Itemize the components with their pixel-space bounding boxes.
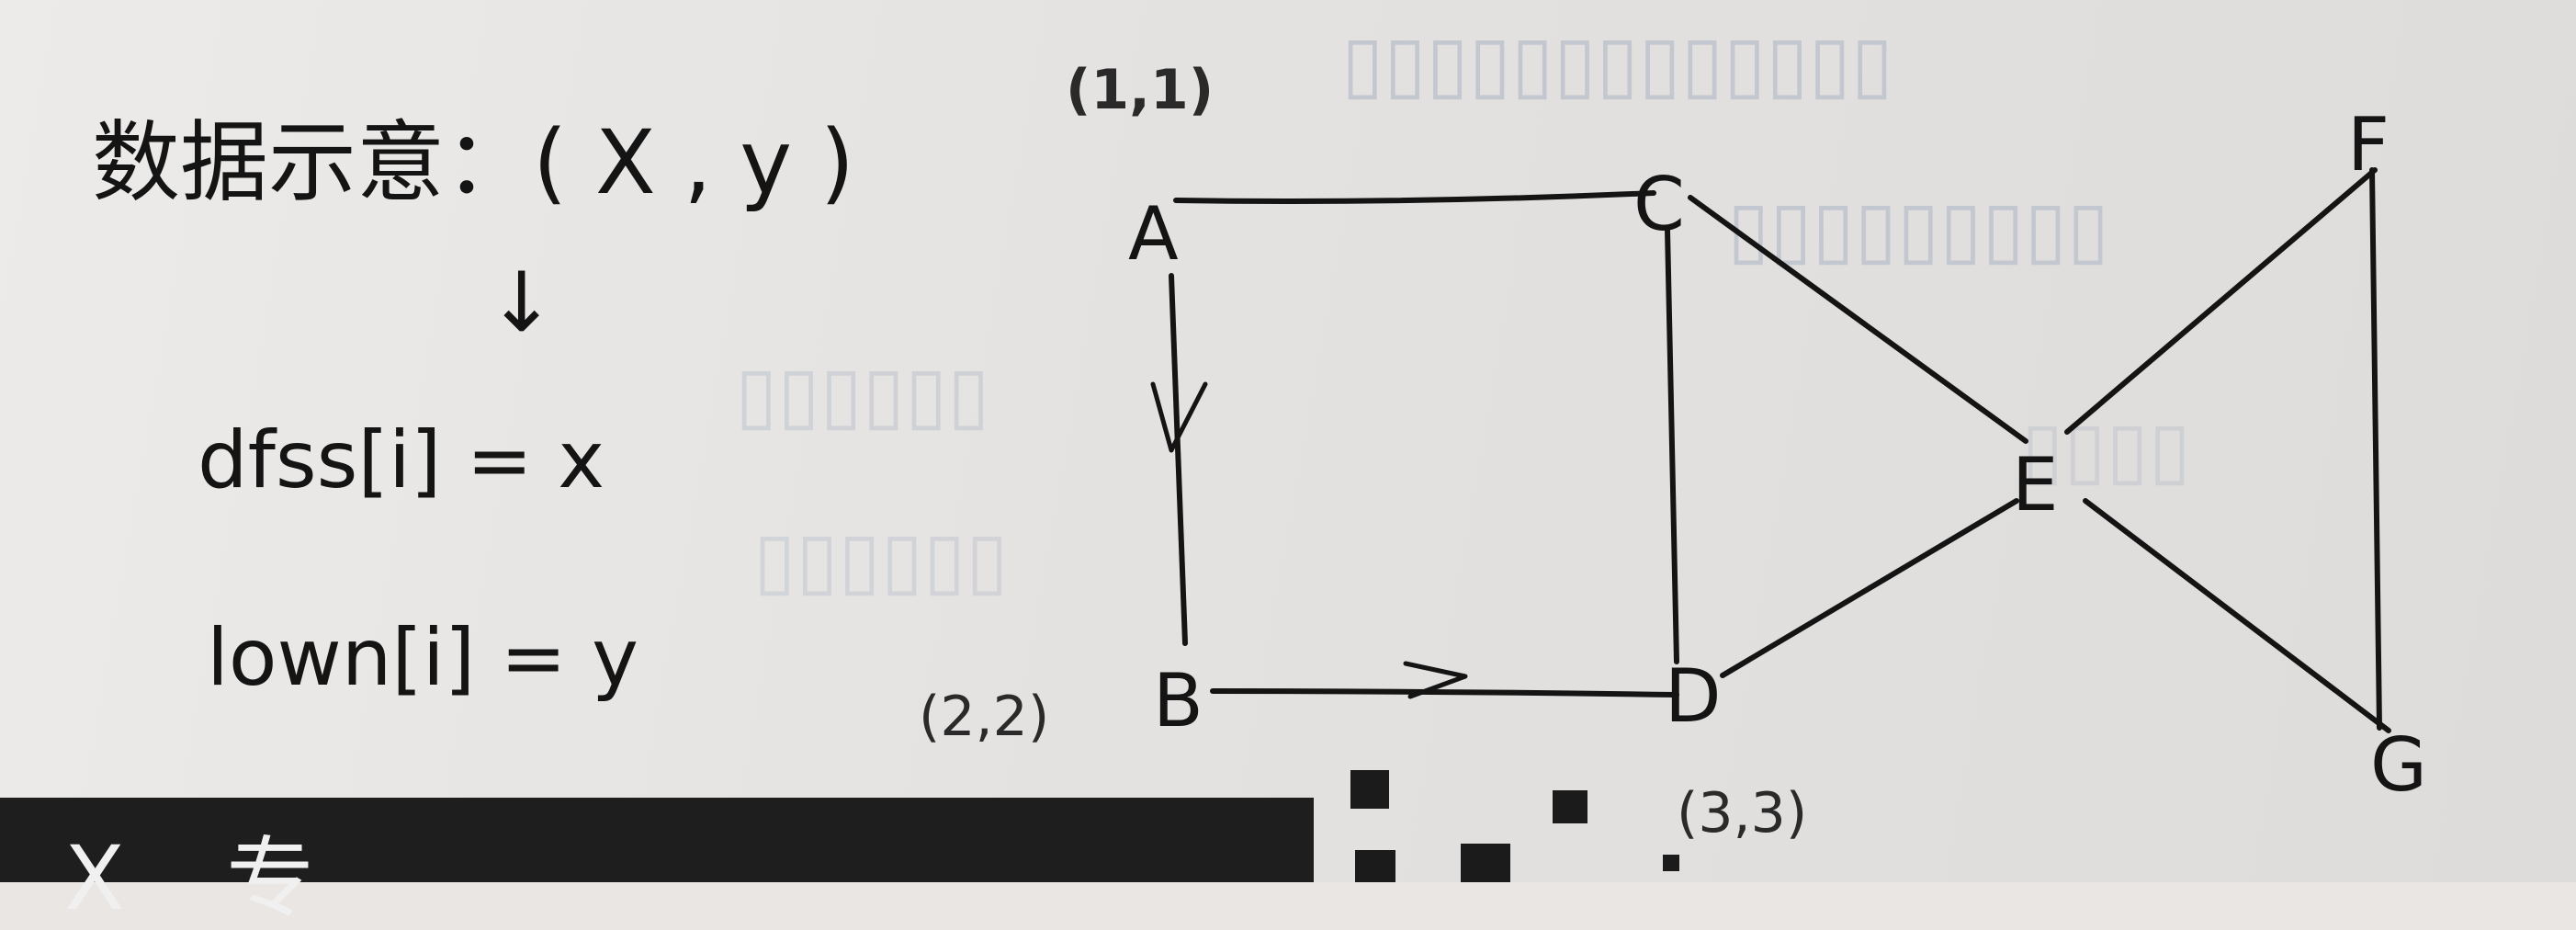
node-e-label: E xyxy=(2012,442,2059,527)
edge-f-g xyxy=(2369,167,2382,731)
note-line-lown: lown[i] = y xyxy=(207,612,638,704)
node-a-label: A xyxy=(1128,191,1179,277)
edge-d-e xyxy=(1720,498,2019,678)
graph-edges xyxy=(1150,167,2391,733)
node-f-label: F xyxy=(2347,102,2390,187)
printed-header-bar: X 专 xyxy=(0,798,1314,923)
print-square-marker xyxy=(1461,844,1510,882)
down-arrow-icon: ↓ xyxy=(487,255,556,351)
edge-e-g xyxy=(2083,498,2391,733)
graph-nodes: A B C D E F G xyxy=(1128,102,2427,808)
edge-e-f xyxy=(2064,167,2378,435)
note-line-dfss: dfss[i] = x xyxy=(198,414,604,506)
print-square-marker xyxy=(1350,770,1389,809)
notebook-page xyxy=(0,0,2576,882)
print-square-marker xyxy=(1355,850,1395,882)
node-c-label: C xyxy=(1633,162,1685,247)
node-a-coord: (1,1) xyxy=(1066,58,1214,122)
edge-c-d xyxy=(1665,227,1679,664)
edge-a-b xyxy=(1169,273,1188,646)
edge-b-d xyxy=(1210,688,1679,698)
print-square-marker xyxy=(1663,855,1679,871)
node-g-label: G xyxy=(2370,722,2427,808)
node-b-coord: (2,2) xyxy=(919,685,1049,749)
node-d-coord: (3,3) xyxy=(1677,781,1807,845)
edge-a-c xyxy=(1173,190,1656,204)
edge-c-e xyxy=(1688,195,2028,444)
node-coordinates: (1,1) (2,2) (3,3) xyxy=(919,58,1807,845)
edge-b-d-arrowhead xyxy=(1403,661,1468,699)
edge-a-b-arrowhead xyxy=(1150,381,1208,453)
node-b-label: B xyxy=(1153,658,1203,743)
node-d-label: D xyxy=(1665,653,1722,739)
printed-header-text: X 专 xyxy=(64,827,352,930)
handwritten-diagram: 数据示意：( X , y ) ↓ dfss[i] = x lown[i] = y… xyxy=(92,58,2427,845)
print-square-marker xyxy=(1553,790,1587,823)
note-heading: 数据示意：( X , y ) xyxy=(92,111,854,214)
